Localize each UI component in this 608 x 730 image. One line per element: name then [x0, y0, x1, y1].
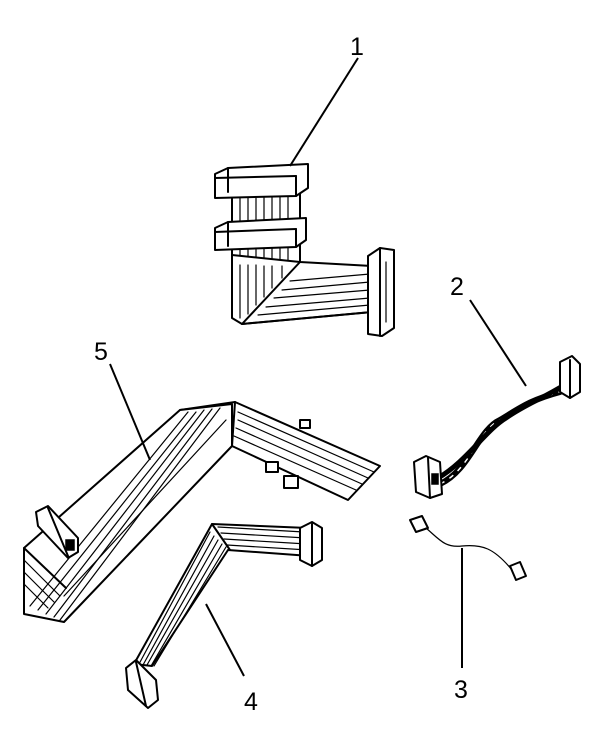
- part-label-4: 4: [244, 688, 258, 716]
- leader-lines: [109, 57, 527, 677]
- part-label-1: 1: [350, 33, 364, 61]
- part-label-5: 5: [94, 338, 108, 366]
- part-5-ribbon-cable: [23, 401, 381, 623]
- part-labels: 1 2 3 4 5: [94, 33, 468, 716]
- part-2-twisted-cable: [413, 355, 581, 499]
- part-3-wire-lead: [409, 515, 527, 581]
- part-label-2: 2: [450, 273, 464, 301]
- leader-line-1: [289, 57, 359, 167]
- part-4-ribbon-cable: [125, 521, 323, 709]
- leader-line-4: [205, 603, 245, 677]
- leader-line-5: [109, 363, 151, 461]
- part-label-3: 3: [454, 676, 468, 704]
- part-1-ribbon-cable: [214, 163, 395, 337]
- leader-line-2: [469, 299, 527, 387]
